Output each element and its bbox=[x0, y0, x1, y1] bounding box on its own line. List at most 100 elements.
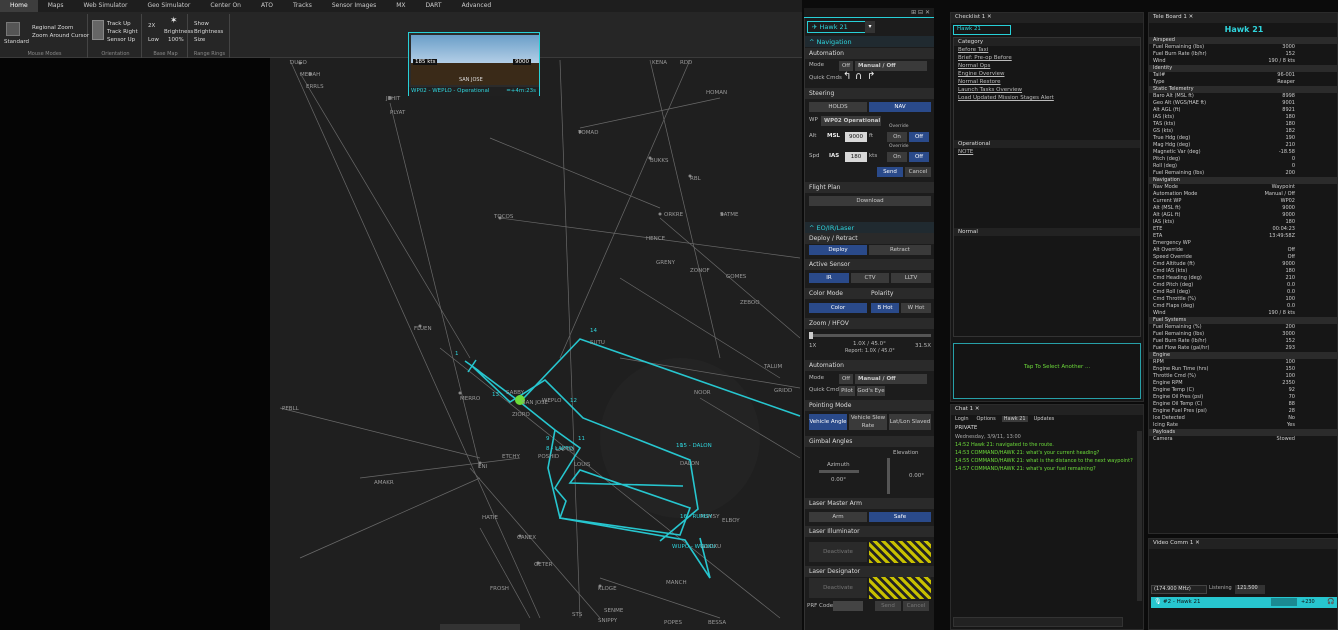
color-button[interactable]: Color bbox=[809, 303, 867, 313]
ribbon-tab[interactable]: DART bbox=[425, 2, 442, 9]
headphones-icon[interactable]: 🎧 bbox=[1327, 598, 1335, 605]
speed-input[interactable]: 180 bbox=[845, 152, 867, 162]
ribbon-tab[interactable]: Home bbox=[0, 0, 38, 12]
altitude-input[interactable]: 9000 bbox=[845, 132, 867, 142]
aircraft-icon[interactable] bbox=[464, 359, 480, 373]
ribbon-tab[interactable]: Advanced bbox=[461, 2, 492, 9]
w-hot-button[interactable]: W Hot bbox=[901, 303, 931, 313]
chat-subtab[interactable]: Updates bbox=[1033, 416, 1055, 422]
chat-scrollbar[interactable] bbox=[1137, 431, 1142, 601]
ribbon-tab[interactable]: Tracks bbox=[293, 2, 312, 9]
spd-override-on[interactable]: On bbox=[887, 152, 907, 162]
map-low-dropdown[interactable]: Low bbox=[148, 37, 159, 43]
brightness-icon[interactable]: ✶ bbox=[170, 16, 178, 26]
ir-button[interactable]: IR bbox=[809, 273, 849, 283]
ribbon-tab[interactable]: MX bbox=[396, 2, 406, 9]
alt-override-on[interactable]: On bbox=[887, 132, 907, 142]
checklist-tab[interactable]: Checklist 1 ✕ bbox=[951, 13, 1143, 23]
safe-button[interactable]: Safe bbox=[869, 512, 931, 522]
ribbon-tab[interactable]: Center On bbox=[210, 2, 241, 9]
frequency-field[interactable]: (174.900 MHz) bbox=[1151, 585, 1207, 594]
ctv-button[interactable]: CTV bbox=[851, 273, 889, 283]
mode-dropdown[interactable]: Manual / Off bbox=[855, 61, 927, 71]
video-comm-tab[interactable]: Video Comm 1 ✕ bbox=[1149, 539, 1337, 549]
prf-code-input[interactable] bbox=[833, 601, 863, 611]
pilot-button[interactable]: Pilot bbox=[839, 386, 855, 396]
vehicle-slew-button[interactable]: Vehicle Slew Rate bbox=[849, 414, 887, 430]
nav-cancel-button[interactable]: Cancel bbox=[905, 167, 931, 177]
checklist-item[interactable]: Load Updated Mission Stages Alert bbox=[958, 95, 1054, 101]
channel-bar[interactable]: 🎙 #2 - Hawk 21 +230 🎧 bbox=[1151, 597, 1337, 608]
map-scale-2x[interactable]: 2X bbox=[148, 23, 156, 29]
prf-cancel-button[interactable]: Cancel bbox=[903, 601, 929, 611]
nav-button[interactable]: NAV bbox=[869, 102, 931, 112]
panel-controls-icon[interactable]: ⊞ ⊟ ✕ bbox=[911, 9, 930, 16]
checklist-item[interactable]: NOTE bbox=[958, 149, 974, 155]
checklist-item[interactable]: Launch Tasks Overview bbox=[958, 87, 1023, 93]
illuminator-deactivate-button[interactable]: Deactivate bbox=[809, 542, 867, 562]
zoom-slider-thumb[interactable] bbox=[809, 332, 813, 339]
close-icon[interactable]: ✕ bbox=[1188, 14, 1194, 20]
vehicle-marker[interactable] bbox=[515, 395, 525, 405]
cursor-icon[interactable] bbox=[6, 22, 20, 36]
navigation-section-header[interactable]: ^ Navigation bbox=[805, 36, 934, 47]
arm-button[interactable]: Arm bbox=[809, 512, 867, 522]
alt-override-off[interactable]: Off bbox=[909, 132, 929, 142]
rings-brightness-dropdown[interactable]: Brightness bbox=[194, 29, 224, 35]
checklist-item[interactable]: Before Taxi bbox=[958, 47, 989, 53]
telemetry-section-header[interactable]: Fuel Systems bbox=[1149, 317, 1337, 324]
chevron-down-icon[interactable]: ▾ bbox=[865, 21, 875, 33]
u-turn-icon[interactable]: ∩ bbox=[855, 71, 863, 82]
rings-size-dropdown[interactable]: Size bbox=[194, 37, 206, 43]
telemetry-section-header[interactable]: Engine bbox=[1149, 352, 1337, 359]
telemetry-section-header[interactable]: Static Telemetry bbox=[1149, 86, 1337, 93]
holds-button[interactable]: HOLDS bbox=[809, 102, 867, 112]
prf-send-button[interactable]: Send bbox=[875, 601, 901, 611]
vehicle-angle-button[interactable]: Vehicle Angle bbox=[809, 414, 847, 430]
orientation-icon[interactable] bbox=[92, 20, 104, 40]
telemetry-tab[interactable]: Tele Board 1 ✕ bbox=[1149, 13, 1337, 23]
chat-subtab[interactable]: Options bbox=[976, 416, 996, 422]
elevation-slider[interactable] bbox=[887, 458, 890, 494]
mode2-dropdown[interactable]: Manual / Off bbox=[855, 374, 927, 384]
ribbon-tab[interactable]: Maps bbox=[47, 2, 64, 9]
show-rings-toggle[interactable]: Show bbox=[194, 21, 209, 27]
telemetry-section-header[interactable]: Payloads bbox=[1149, 429, 1337, 436]
close-icon[interactable]: ✕ bbox=[987, 14, 992, 20]
telemetry-section-header[interactable]: Airspeed bbox=[1149, 37, 1337, 44]
b-hot-button[interactable]: B Hot bbox=[871, 303, 899, 313]
chat-subtab[interactable]: Login bbox=[955, 416, 969, 422]
latlon-slaved-button[interactable]: Lat/Lon Slaved bbox=[889, 414, 931, 430]
regional-zoom-button[interactable]: Regional Zoom bbox=[32, 25, 74, 31]
azimuth-slider[interactable] bbox=[819, 470, 859, 473]
ribbon-tab[interactable]: Sensor Images bbox=[331, 2, 377, 9]
frequency-value[interactable]: 121.500 bbox=[1235, 585, 1265, 594]
gods-eye-button[interactable]: God's Eye bbox=[857, 386, 885, 396]
checklist-item[interactable]: Normal Ops bbox=[958, 63, 991, 69]
deploy-button[interactable]: Deploy bbox=[809, 245, 867, 255]
ribbon-tab[interactable]: Geo Simulator bbox=[147, 2, 191, 9]
turn-right-icon[interactable]: ↱ bbox=[867, 71, 876, 82]
sensor-up-button[interactable]: Sensor Up bbox=[107, 37, 136, 43]
close-icon[interactable]: ✕ bbox=[1195, 540, 1200, 546]
chat-subtab[interactable]: Hawk 21 bbox=[1001, 416, 1028, 422]
turn-left-icon[interactable]: ↰ bbox=[843, 71, 852, 82]
designator-deactivate-button[interactable]: Deactivate bbox=[809, 578, 867, 598]
map-brightness-dropdown[interactable]: 100% bbox=[168, 37, 184, 43]
checklist-vehicle-selector[interactable]: Hawk 21 bbox=[953, 25, 1011, 35]
mode-off-button[interactable]: Off bbox=[839, 61, 853, 71]
telemetry-section-header[interactable]: Identity bbox=[1149, 65, 1337, 72]
ribbon-tab[interactable]: ATO bbox=[261, 2, 274, 9]
retract-button[interactable]: Retract bbox=[869, 245, 931, 255]
download-button[interactable]: Download bbox=[809, 196, 931, 206]
zoom-slider[interactable] bbox=[809, 332, 931, 339]
mic-icon[interactable]: 🎙 bbox=[1154, 598, 1162, 605]
waypoint-dropdown[interactable]: WP02 Operational bbox=[821, 116, 881, 126]
telemetry-section-header[interactable]: Navigation bbox=[1149, 177, 1337, 184]
close-icon[interactable]: ✕ bbox=[974, 406, 980, 412]
checklist-item[interactable]: Brief: Pre-op Before bbox=[958, 55, 1012, 61]
lltv-button[interactable]: LLTV bbox=[891, 273, 931, 283]
checklist-item[interactable]: Normal Restore bbox=[958, 79, 1001, 85]
checklist-item[interactable]: Engine Overview bbox=[958, 71, 1005, 77]
